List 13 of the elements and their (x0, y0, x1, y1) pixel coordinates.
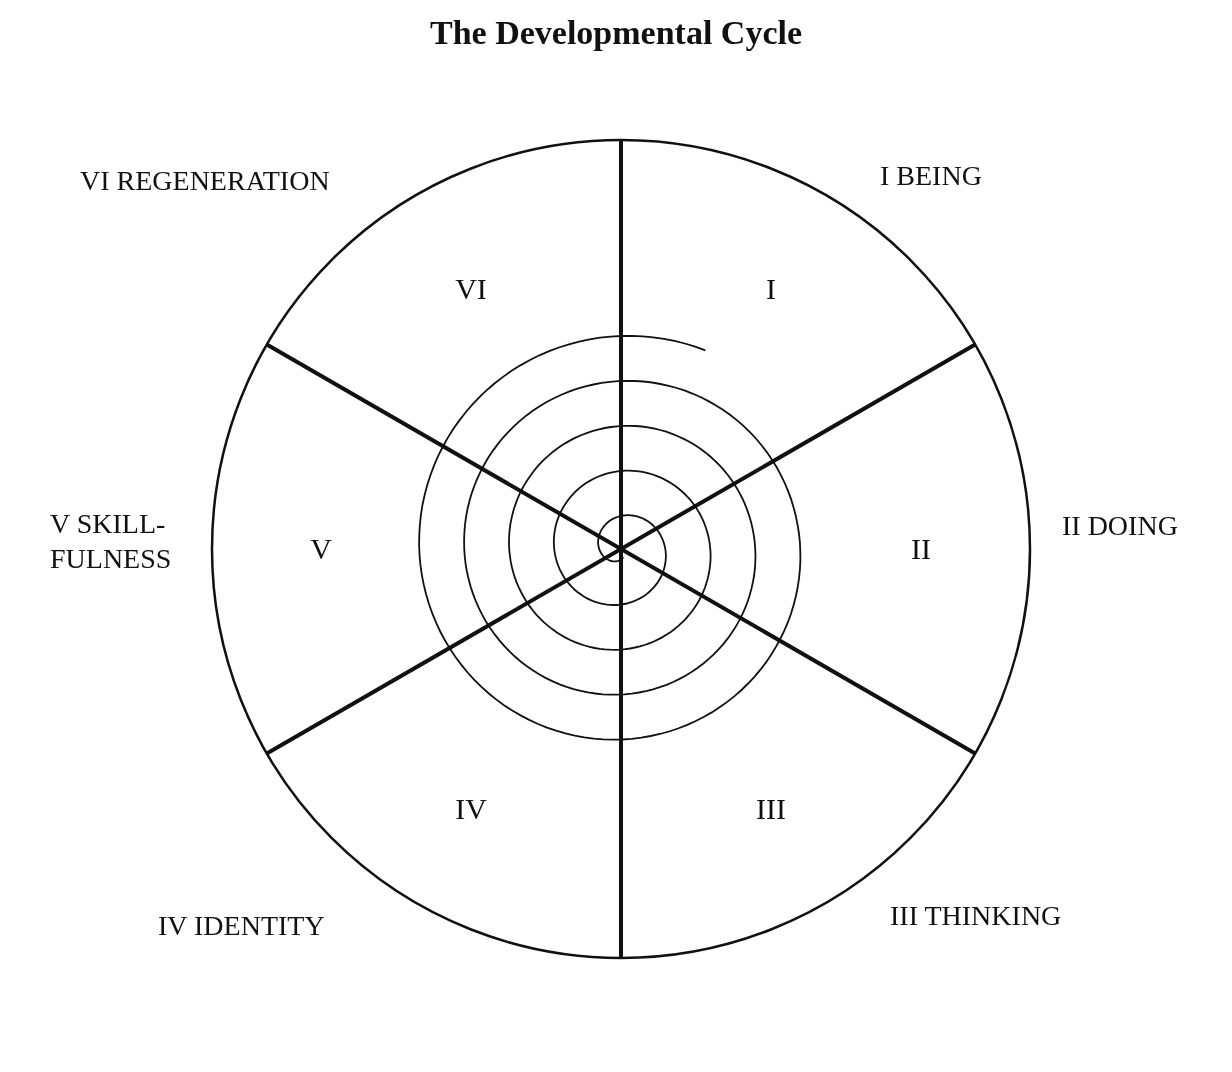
diagram-title: The Developmental Cycle (428, 14, 803, 52)
sector-numeral: V (309, 531, 333, 568)
stage-label: I BEING (880, 159, 983, 193)
sector-numeral: I (765, 271, 777, 308)
sector-numeral: IV (454, 791, 488, 828)
stage-label: VI REGENERATION (80, 164, 331, 198)
sector-numeral: II (910, 531, 932, 568)
sector-numeral: VI (454, 271, 488, 308)
stage-label: III THINKING (890, 899, 1063, 933)
stage-label: IV IDENTITY (158, 909, 326, 943)
stage-label: V SKILL- FULNESS (50, 507, 173, 576)
stage-label: II DOING (1062, 509, 1179, 543)
sector-numeral: III (755, 791, 787, 828)
